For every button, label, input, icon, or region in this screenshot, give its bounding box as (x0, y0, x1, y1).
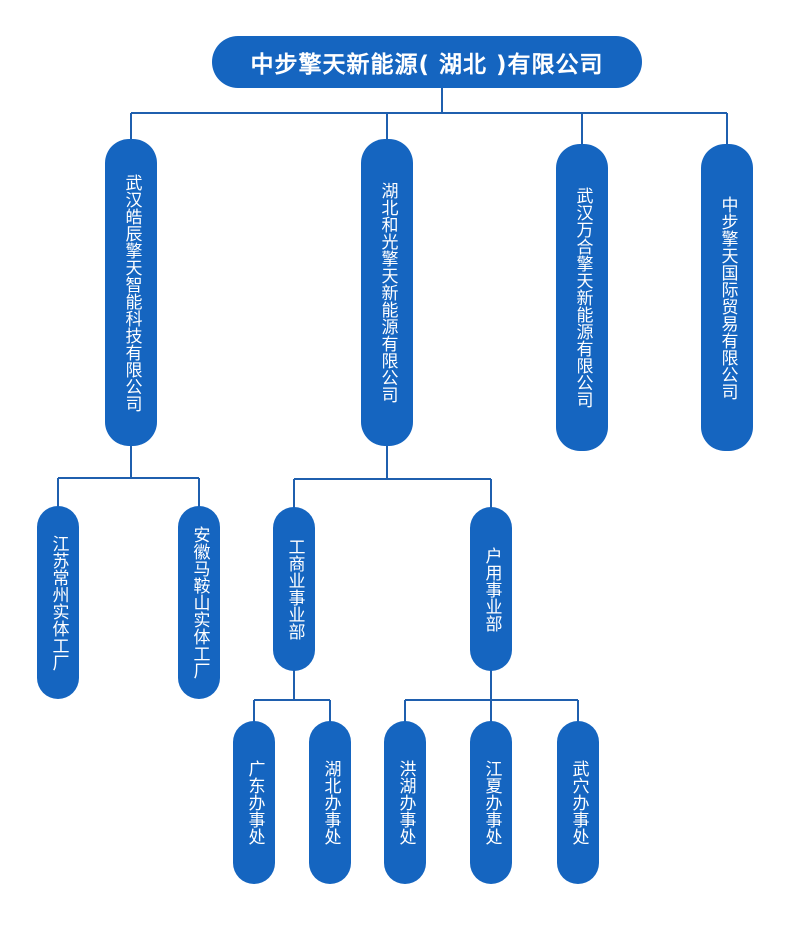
factory-node-jiangsu-changzhou: 江苏常州实体工厂 (37, 506, 79, 699)
subsidiary-node-zhongbu-trade: 中步擎天国际贸易有限公司 (701, 144, 753, 451)
office-node-wuxue: 武穴办事处 (557, 721, 599, 884)
root-company-node: 中步擎天新能源( 湖北 )有限公司 (212, 36, 642, 88)
subsidiary-node-wuhan-wanhe: 武汉万合擎天新能源有限公司 (556, 144, 608, 451)
office-node-jiangxia: 江夏办事处 (470, 721, 512, 884)
office-node-honghu: 洪湖办事处 (384, 721, 426, 884)
subsidiary-node-wuhan-haochen: 武汉皓辰擎天智能科技有限公司 (105, 139, 157, 446)
division-node-household: 户用事业部 (470, 507, 512, 671)
division-node-commercial: 工商业事业部 (273, 507, 315, 671)
subsidiary-node-hubei-heguang: 湖北和光擎天新能源有限公司 (361, 139, 413, 446)
office-node-hubei: 湖北办事处 (309, 721, 351, 884)
factory-node-anhui-maanshan: 安徽马鞍山实体工厂 (178, 506, 220, 699)
office-node-guangdong: 广东办事处 (233, 721, 275, 884)
